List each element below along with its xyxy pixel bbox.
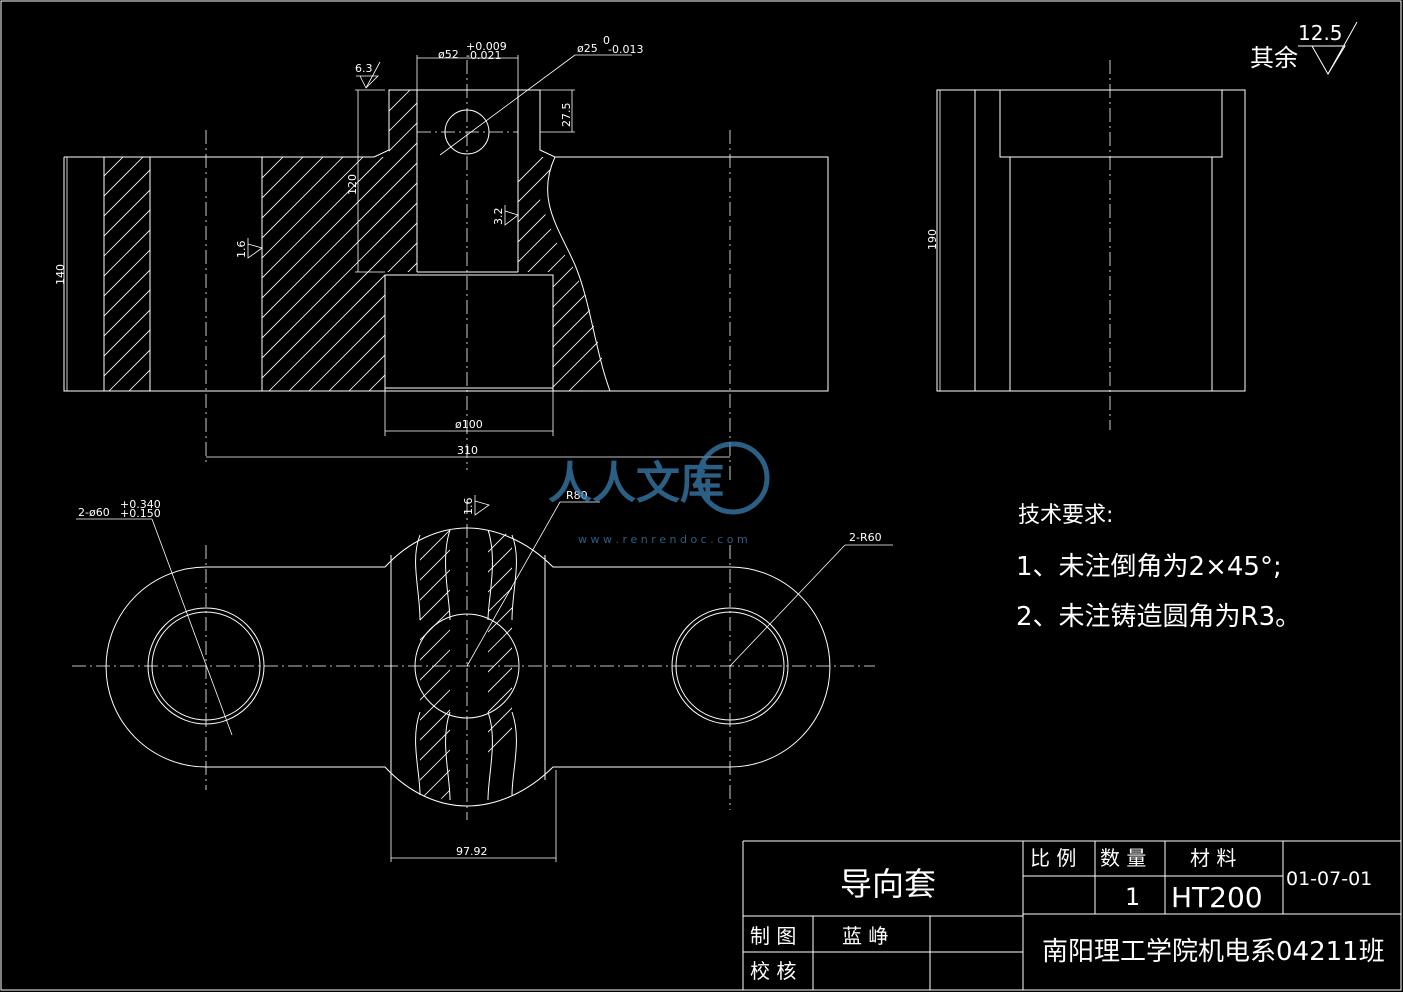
checked-label: 校 核 bbox=[750, 959, 796, 983]
dim-width-97-92: 97.92 bbox=[456, 845, 488, 858]
side-view: 190 bbox=[926, 60, 1246, 430]
dim-pin-hole-25-upper: 0 bbox=[603, 34, 610, 47]
rough-1-6-front: 1.6 bbox=[235, 241, 248, 259]
dim-holes-60-upper: +0.340 bbox=[120, 498, 161, 511]
watermark-logo-icon bbox=[696, 441, 770, 515]
drawing-number: 01-07-01 bbox=[1286, 868, 1372, 890]
dim-height-140: 140 bbox=[54, 264, 67, 285]
material-value: HT200 bbox=[1171, 881, 1263, 914]
tech-req-title: 技术要求: bbox=[1018, 503, 1113, 528]
tech-req-item-2: 2、未注铸造圆角为R3。 bbox=[1016, 602, 1301, 632]
dim-length-310: 310 bbox=[457, 444, 478, 457]
dim-pin-hole-25-lower: -0.013 bbox=[608, 43, 643, 56]
qty-value: 1 bbox=[1125, 883, 1140, 911]
dim-dia-100: ø100 bbox=[455, 418, 483, 431]
watermark-brand: 人人文库 bbox=[548, 458, 724, 509]
organization: 南阳理工学院机电系04211班 bbox=[1042, 937, 1385, 967]
top-view: 2-ø60 +0.340 +0.150 1.6 R80 2-R60 97.92 bbox=[72, 489, 893, 862]
dim-height-120: 120 bbox=[346, 174, 359, 195]
watermark-url: w w w . r e n r e n d o c . c o m bbox=[578, 533, 748, 546]
dim-height-27-5: 27.5 bbox=[560, 103, 573, 128]
qty-label: 数 量 bbox=[1100, 846, 1146, 870]
dim-pin-hole-25: ø25 bbox=[577, 42, 598, 55]
part-name: 导向套 bbox=[840, 865, 936, 903]
dim-height-190: 190 bbox=[926, 229, 939, 250]
front-section-view: ø52 +0.009 -0.021 ø25 0 -0.013 6.3 27.5 … bbox=[54, 34, 829, 480]
tech-req-item-1: 1、未注倒角为2×45°; bbox=[1016, 552, 1282, 582]
rough-1-6-top: 1.6 bbox=[462, 498, 475, 516]
material-label: 材 料 bbox=[1190, 846, 1236, 870]
dim-r60: 2-R60 bbox=[849, 531, 882, 544]
dim-holes-60: 2-ø60 bbox=[78, 506, 110, 519]
dim-bore-52: ø52 bbox=[438, 48, 459, 61]
drawn-label: 制 图 bbox=[750, 924, 796, 948]
surface-finish-label: 其余 bbox=[1250, 44, 1298, 72]
dim-holes-60-lower: +0.150 bbox=[120, 507, 161, 520]
rough-3-2: 3.2 bbox=[492, 208, 505, 226]
surface-finish-note: 其余 12.5 bbox=[1250, 21, 1358, 75]
dim-bore-52-upper: +0.009 bbox=[466, 40, 507, 53]
watermark: 人人文库 w w w . r e n r e n d o c . c o m bbox=[548, 441, 770, 546]
surface-finish-value: 12.5 bbox=[1298, 21, 1343, 45]
dim-bore-52-lower: -0.021 bbox=[466, 49, 501, 62]
tech-requirements: 技术要求: 1、未注倒角为2×45°; 2、未注铸造圆角为R3。 bbox=[1016, 503, 1301, 632]
drawn-by: 蓝 峥 bbox=[842, 924, 888, 948]
title-block: 导向套 比 例 数 量 材 料 1 HT200 01-07-01 制 图 蓝 峥… bbox=[742, 840, 1401, 990]
scale-label: 比 例 bbox=[1030, 846, 1076, 870]
dim-r80: R80 bbox=[566, 489, 588, 502]
rough-6-3: 6.3 bbox=[355, 62, 373, 75]
